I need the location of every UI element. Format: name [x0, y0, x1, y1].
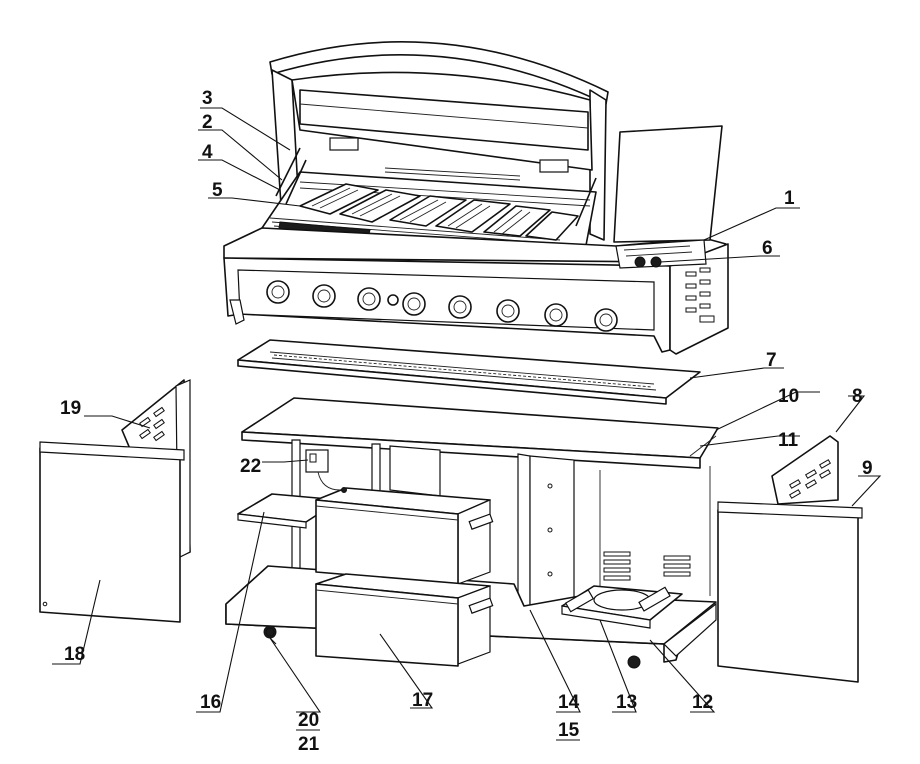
cart-top-panel [241, 397, 719, 469]
right-panel-vents [788, 459, 832, 499]
callout-9: 9 [862, 458, 873, 479]
control-knobs [266, 280, 618, 332]
callout-1: 1 [784, 188, 795, 209]
callout-11: 11 [778, 430, 799, 451]
callout-7: 7 [766, 350, 777, 371]
right-door [717, 501, 863, 683]
callout-22: 22 [240, 456, 261, 477]
drip-tray [237, 339, 701, 405]
callout-5: 5 [212, 180, 223, 201]
callout-18: 18 [64, 644, 85, 665]
tank-tray [561, 585, 683, 629]
callout-10: 10 [778, 386, 799, 407]
flame-tamers [299, 183, 579, 241]
right-side-panel [771, 435, 839, 505]
casters [265, 627, 275, 637]
callout-20: 20 [298, 710, 319, 731]
drawer-lower [315, 573, 494, 667]
drawer-upper [315, 487, 494, 585]
callout-4: 4 [202, 142, 213, 163]
callout-17: 17 [412, 690, 433, 711]
callout-12: 12 [692, 692, 713, 713]
rear-vents [603, 551, 691, 581]
callout-6: 6 [762, 238, 773, 259]
callout-14: 14 [558, 692, 580, 713]
callout-15: 15 [558, 720, 580, 741]
callout-21: 21 [298, 734, 320, 755]
left-door [39, 441, 185, 623]
callout-13: 13 [616, 692, 637, 713]
callout-3: 3 [202, 88, 213, 109]
callout-labels: 3 2 4 5 1 6 7 10 8 11 9 19 22 18 16 20 2… [60, 88, 873, 755]
callout-19: 19 [60, 398, 81, 419]
grill-body [223, 125, 729, 355]
leader-lines [52, 107, 882, 741]
callout-2: 2 [202, 112, 213, 133]
callout-16: 16 [200, 692, 221, 713]
left-panel-vents [139, 406, 165, 442]
callout-8: 8 [852, 386, 863, 407]
side-vents [685, 267, 715, 323]
igniter-box [305, 449, 347, 493]
